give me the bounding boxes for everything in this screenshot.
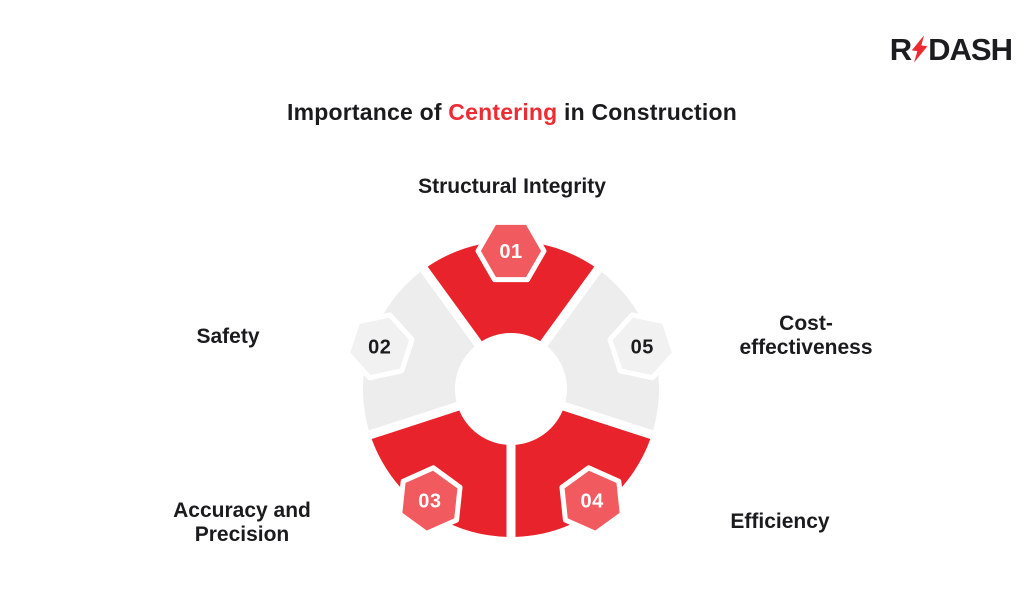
badge-hexagon-03 <box>397 465 463 536</box>
title-highlight: Centering <box>448 99 558 125</box>
badge-number-05: 05 <box>631 336 654 358</box>
title-pre: Importance of <box>287 99 449 125</box>
segment-01 <box>424 241 598 344</box>
segment-label-efficiency: Efficiency <box>730 509 830 533</box>
badge-number-03: 03 <box>418 491 441 513</box>
segment-label-safety: Safety <box>196 324 260 348</box>
badge-number-01: 01 <box>499 241 522 263</box>
segment-label-cost-effectiveness: Cost-effectiveness <box>739 311 873 359</box>
page-title: Importance of Centering in Construction <box>0 99 1024 126</box>
badge-number-02: 02 <box>368 336 391 358</box>
segment-divider <box>547 397 663 443</box>
segment-divider <box>359 397 475 443</box>
badge-hexagon-05 <box>607 312 678 381</box>
logo-text-prefix: R <box>889 32 912 67</box>
segment-label-accuracy-and-precision: Accuracy and Precision <box>173 498 311 546</box>
segment-label-structural-integrity: Structural Integrity <box>418 174 606 198</box>
badge-number-04: 04 <box>580 491 604 513</box>
segment-divider <box>530 258 608 360</box>
lightning-bolt-icon <box>911 35 928 63</box>
segment-divider <box>414 258 492 360</box>
brand-logo: R DASH <box>889 32 1013 67</box>
logo-text-suffix: DASH <box>928 32 1013 67</box>
badge-hexagon-04 <box>559 465 625 536</box>
badge-hexagon-01 <box>475 219 547 283</box>
badge-hexagon-02 <box>344 312 415 381</box>
title-post: in Construction <box>557 99 737 125</box>
